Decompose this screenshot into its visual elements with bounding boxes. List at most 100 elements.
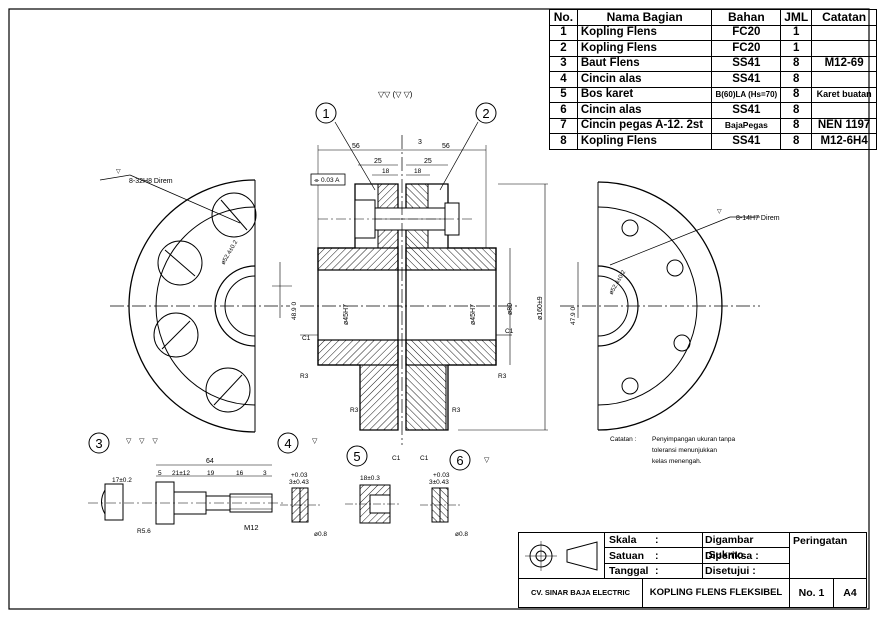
row-note: NEN 1197 [811,117,877,134]
chamfer-bottom-right: C1 [420,455,429,462]
header-qty: JML [780,9,813,26]
row-note [811,24,877,41]
radius-right: R3 [498,373,507,380]
bush-dim-18: 18±0.3 [360,475,380,482]
right-side-view [560,181,760,431]
washer6-thickness: 3±0.43 [429,479,449,486]
row-qty: 8 [780,86,813,103]
row-no: 6 [549,102,578,119]
row-no: 1 [549,24,578,41]
bolt-dim-5: 5 [158,470,162,477]
chamfer-bottom-left: C1 [392,455,401,462]
unit-colon: : [655,550,659,562]
washer6-dia: ø0.8 [455,531,468,538]
right-key-dim: 47.9 0 [570,307,577,325]
row-qty: 1 [780,40,813,57]
row-name: Baut Flens [576,55,713,72]
table-row: 6 Cincin alas SS41 8 [549,102,877,119]
surface-finish-top: ▽▽ (▽ ▽) [378,90,413,99]
dim-hub-dia: ø80 [507,303,514,315]
dim-25-right: 25 [424,158,432,165]
dim-56-left: 56 [352,143,360,150]
scale-label: Skala [609,534,637,546]
chamfer-right: C1 [505,328,514,335]
left-bore-dim: ø52.4±0.2 [221,239,240,266]
table-row: 3 Baut Flens SS41 8 M12-69 [549,55,877,72]
drawing-title-cell: KOPLING FLENS FLEKSIBEL [643,579,790,607]
bolt-dim-21: 21±12 [172,470,190,477]
title-block: Skala: Satuan: Tanggal: Digambar :Sukmo … [518,532,867,608]
left-key-dim: 48.9 0 [291,302,298,320]
bolt-dim-16: 16 [236,470,244,477]
tolerance-frame [310,173,346,186]
header-material: Bahan [711,9,782,26]
warning-cell: Peringatan [790,533,866,579]
row-name: Kopling Flens [576,24,713,41]
row-material: B(60)LA (Hs=70) [711,86,782,103]
row-qty: 8 [780,133,813,150]
row-material: SS41 [711,55,782,72]
callout-4: 4 [284,436,291,451]
row-qty: 1 [780,24,813,41]
row-material: BajaPegas [711,117,782,134]
tolerance-value: ⌯ 0.03 A [314,177,340,184]
row-qty: 8 [780,102,813,119]
washer4-thickness: 3±0.43 [289,479,309,486]
row-name: Cincin pegas A-12. 2st [576,117,713,134]
row-note [811,71,877,88]
bolt-r56: R5.6 [137,528,151,535]
washer4-dia: ø0.8 [314,531,327,538]
washer6-dim: +0.03 [433,472,450,479]
bolt-dim-19: 19 [207,470,215,477]
table-row: 2 Kopling Flens FC20 1 [549,40,877,57]
bolt-dim-3: 3 [263,470,267,477]
dim-25-left: 25 [374,158,382,165]
table-row: 7 Cincin pegas A-12. 2st BajaPegas 8 NEN… [549,117,877,134]
radius-left: R3 [300,373,309,380]
dim-18-right: 18 [414,168,422,175]
row-note [811,102,877,119]
row-name: Cincin alas [576,102,713,119]
row-note: Karet buatan [811,86,877,103]
checked-cell: Diperiksa : [703,548,790,564]
parts-list-table: No. Nama Bagian Bahan JML Catatan 1 Kopl… [549,9,877,150]
row-qty: 8 [780,55,813,72]
bolt-detail [88,464,285,525]
washer6-surface-mark: ▽ [484,457,490,464]
row-material: SS41 [711,102,782,119]
date-colon: : [655,565,659,577]
table-row: 1 Kopling Flens FC20 1 [549,24,877,41]
dim-bore-right: ø45H7 [470,304,477,325]
note-line-1: Penyimpangan ukuran tanpa [652,436,736,443]
row-name: Kopling Flens [576,133,713,150]
row-note: M12-69 [811,55,877,72]
right-hole-surface-mark: ▽ [717,209,722,215]
row-no: 2 [549,40,578,57]
row-qty: 8 [780,117,813,134]
row-no: 4 [549,71,578,88]
radius-bottom-left: R3 [350,407,359,414]
sheet-border [8,8,870,610]
left-hole-surface-mark: ▽ [116,169,121,175]
left-hole-note: 8-32H8 Direm [129,178,173,185]
row-name: Cincin alas [576,71,713,88]
row-no: 7 [549,117,578,134]
dim-3: 3 [418,139,422,146]
scale-colon: : [655,534,659,546]
left-side-view [99,174,292,433]
row-material: FC20 [711,40,782,57]
bolt-dim-64: 64 [206,458,214,465]
bolt-dim-17: 17±0.2 [112,477,132,484]
projection-symbol-icon [525,541,598,571]
row-note [811,40,877,57]
drawing-no-cell: No. 1 [790,579,834,607]
note-label: Catatan : [610,436,637,443]
row-material: SS41 [711,71,782,88]
parts-table-header: No. Nama Bagian Bahan JML Catatan [549,9,877,26]
center-section-view [300,121,548,445]
row-material: SS41 [711,133,782,150]
unit-label: Satuan [609,550,645,562]
callout-balloons [88,102,497,471]
company-cell: CV. SINAR BAJA ELECTRIC [519,579,643,607]
